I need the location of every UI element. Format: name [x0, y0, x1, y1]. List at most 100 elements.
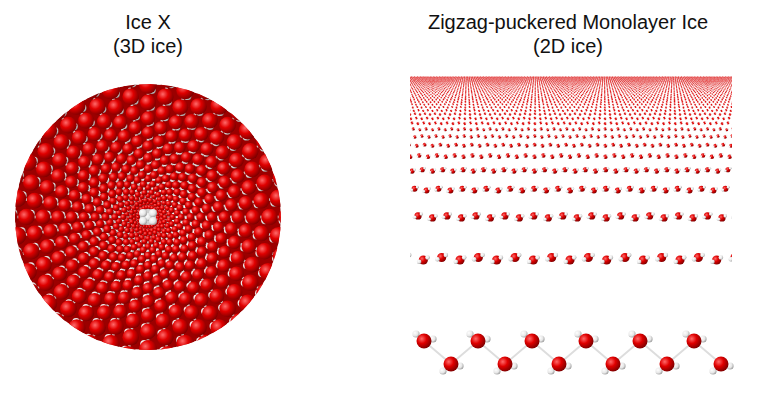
oxygen-atom [217, 259, 230, 272]
oxygen-atom [124, 201, 130, 207]
oxygen-atom [126, 155, 136, 165]
oxygen-atom [155, 192, 161, 198]
hydrogen-atom [241, 332, 250, 341]
oxygen-atom [136, 265, 145, 274]
hydrogen-atom [298, 217, 307, 226]
oxygen-atom [153, 136, 165, 148]
oxygen-atom [69, 190, 81, 202]
hydrogen-atom [540, 77, 541, 78]
hydrogen-atom [581, 76, 582, 77]
oxygen-atom [155, 237, 161, 243]
oxygen-atom [169, 154, 179, 164]
hydrogen-atom [139, 217, 147, 225]
oxygen-atom [134, 275, 144, 285]
oxygen-atom [81, 194, 91, 204]
oxygen-atom [161, 233, 167, 239]
oxygen-atom [160, 205, 165, 210]
hydrogen-atom [405, 76, 406, 77]
oxygen-atom [408, 76, 409, 77]
oxygen-atom [219, 117, 236, 134]
oxygen-atom [109, 173, 118, 182]
oxygen-atom [197, 177, 207, 187]
hydrogen-atom [409, 77, 410, 78]
oxygen-atom [92, 153, 104, 165]
oxygen-atom [165, 260, 174, 269]
oxygen-atom [142, 190, 148, 196]
hydrogen-atom [736, 77, 737, 78]
oxygen-atom [9, 227, 27, 245]
oxygen-atom [78, 241, 89, 252]
oxygen-atom [230, 102, 249, 121]
hydrogen-atom [506, 76, 507, 77]
oxygen-atom [229, 153, 244, 168]
oxygen-atom [54, 284, 70, 300]
oxygen-atom [158, 244, 165, 251]
oxygen-atom [149, 246, 156, 253]
oxygen-atom [115, 238, 122, 245]
oxygen-atom [143, 153, 153, 163]
oxygen-atom [185, 164, 195, 174]
hydrogen-atom [16, 125, 25, 134]
hydrogen-atom [726, 76, 727, 77]
oxygen-atom [36, 210, 51, 225]
hydrogen-atom [452, 76, 453, 77]
oxygen-atom [176, 82, 194, 100]
oxygen-atom [104, 129, 117, 142]
oxygen-atom [78, 156, 90, 168]
oxygen-atom [104, 271, 115, 282]
oxygen-atom [172, 232, 179, 239]
oxygen-atom [259, 263, 277, 281]
oxygen-atom [122, 88, 139, 105]
oxygen-atom [116, 181, 124, 189]
hydrogen-atom [493, 76, 494, 77]
oxygen-atom [129, 121, 142, 134]
hydrogen-atom [409, 77, 410, 78]
hydrogen-atom [597, 76, 598, 77]
oxygen-atom [89, 177, 99, 187]
oxygen-atom [176, 204, 183, 211]
oxygen-atom [172, 99, 188, 115]
oxygen-atom [173, 238, 180, 245]
oxygen-atom [231, 251, 245, 265]
oxygen-atom [185, 201, 193, 209]
oxygen-atom [69, 233, 81, 245]
monolayer-plane [380, 76, 768, 264]
hydrogen-atom [98, 351, 107, 360]
oxygen-atom [205, 156, 217, 168]
oxygen-atom [163, 280, 174, 291]
oxygen-atom [242, 274, 259, 291]
hydrogen-atom [509, 76, 510, 77]
oxygen-atom [142, 283, 153, 294]
oxygen-atom [96, 282, 108, 294]
oxygen-atom [156, 314, 171, 329]
oxygen-atom [139, 76, 157, 94]
oxygen-atom [142, 140, 153, 151]
oxygen-atom [160, 269, 170, 279]
hydrogen-atom [625, 76, 626, 77]
oxygen-atom [138, 255, 146, 263]
oxygen-atom [244, 162, 260, 178]
hydrogen-atom [407, 77, 408, 78]
oxygen-atom [113, 204, 120, 211]
oxygen-atom [131, 287, 143, 299]
hydrogen-atom [257, 120, 266, 129]
oxygen-atom [139, 340, 157, 358]
oxygen-atom [231, 210, 244, 223]
oxygen-atom [140, 246, 147, 253]
oxygen-atom [116, 245, 124, 253]
hydrogen-atom [293, 173, 302, 182]
oxygen-atom [85, 204, 95, 214]
oxygen-atom [52, 266, 67, 281]
oxygen-atom [107, 244, 116, 253]
oxygen-atom [172, 196, 179, 203]
oxygen-atom [89, 98, 106, 115]
oxygen-atom [85, 221, 95, 231]
oxygen-atom [144, 164, 153, 173]
oxygen-atom [88, 293, 102, 307]
oxygen-atom [96, 140, 108, 152]
hydrogen-atom [458, 76, 459, 77]
oxygen-atom [141, 111, 155, 125]
oxygen-atom [108, 236, 116, 244]
oxygen-atom [52, 153, 67, 168]
oxygen-atom [150, 171, 158, 179]
